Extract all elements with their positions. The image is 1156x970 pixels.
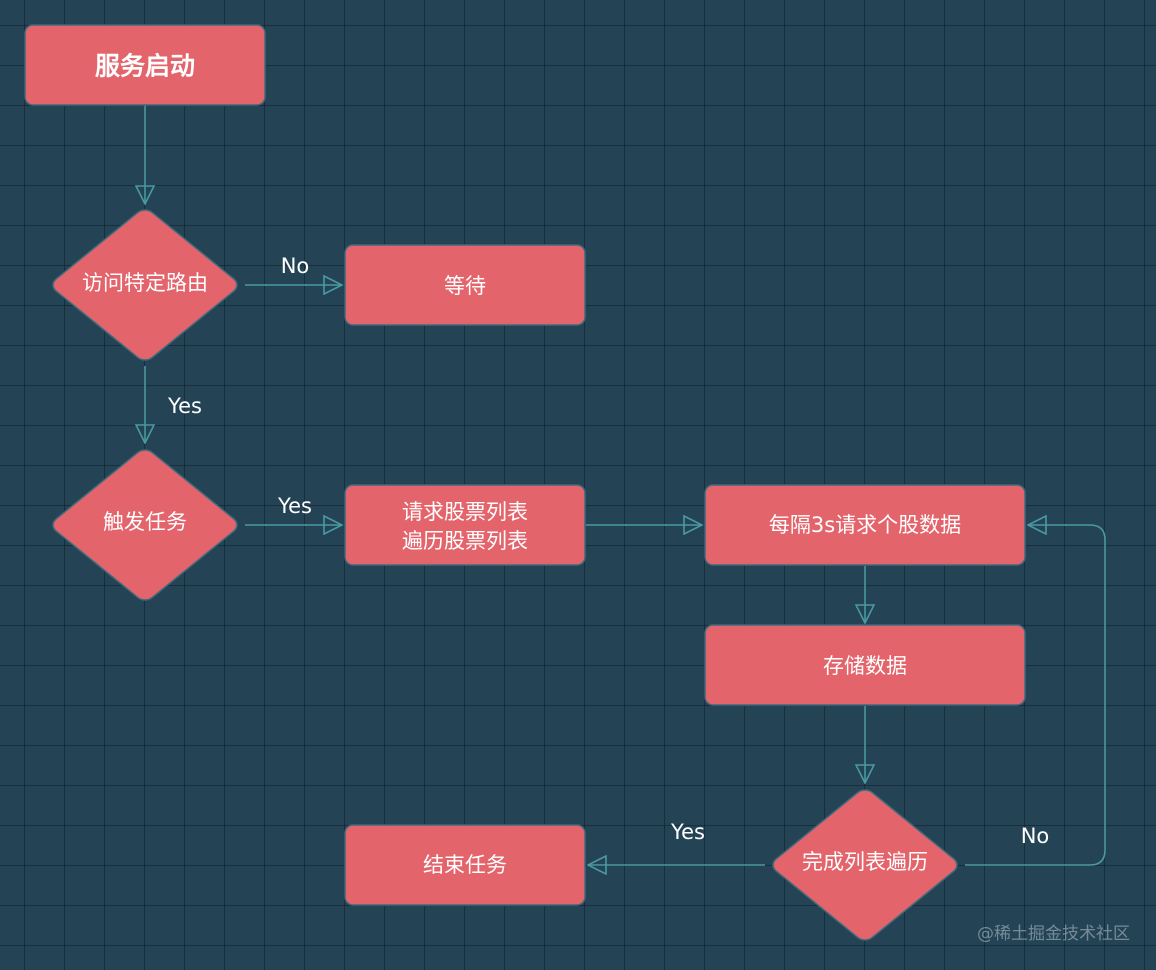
edge-label-route-yes: Yes (167, 394, 202, 418)
node-wait-label: 等待 (444, 274, 486, 298)
node-trigger-task: 触发任务 (52, 449, 238, 601)
node-check-route: 访问特定路由 (52, 209, 238, 361)
node-fetch-stock-label: 每隔3s请求个股数据 (769, 513, 961, 537)
edge-label-route-no: No (281, 254, 310, 278)
node-fetch-stock: 每隔3s请求个股数据 (704, 484, 1026, 566)
node-fetch-list-line2: 遍历股票列表 (402, 529, 528, 553)
node-end-task-label: 结束任务 (423, 853, 507, 877)
node-wait: 等待 (344, 244, 586, 326)
edge-label-done-yes: Yes (670, 820, 705, 844)
edge-done-loop-back (965, 525, 1106, 866)
edge-label-done-no: No (1021, 824, 1050, 848)
node-store: 存储数据 (704, 624, 1026, 706)
node-store-label: 存储数据 (823, 654, 907, 678)
node-check-route-label: 访问特定路由 (82, 271, 208, 295)
node-list-done: 完成列表遍历 (772, 789, 958, 941)
node-start: 服务启动 (24, 24, 266, 106)
node-trigger-task-label: 触发任务 (103, 510, 187, 534)
edge-label-trigger-yes: Yes (277, 494, 312, 518)
edge-labels: No Yes Yes Yes No (167, 254, 1049, 848)
node-list-done-label: 完成列表遍历 (802, 850, 928, 874)
node-end-task: 结束任务 (344, 824, 586, 906)
edges (145, 105, 1106, 866)
node-start-label: 服务启动 (95, 52, 195, 81)
node-fetch-list-line1: 请求股票列表 (402, 500, 528, 524)
watermark-text: @稀土掘金技术社区 (977, 924, 1130, 944)
node-fetch-list: 请求股票列表 遍历股票列表 (344, 484, 586, 566)
